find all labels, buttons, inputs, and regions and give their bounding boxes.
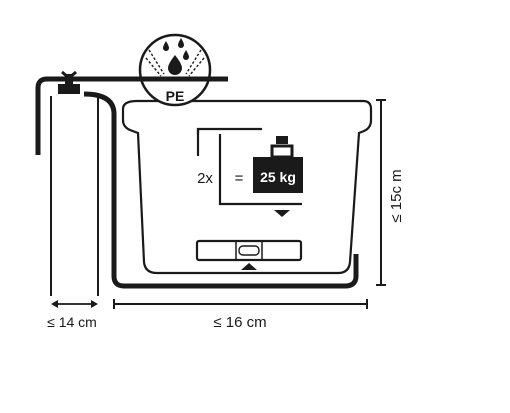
material-label: PE	[166, 88, 185, 104]
wall-bracket-icon	[58, 70, 80, 94]
water-drop-icon	[163, 38, 189, 75]
spirit-level-icon	[195, 239, 303, 270]
weight-icon	[253, 136, 303, 193]
material-badge: PE	[138, 33, 212, 107]
wall-dimension-line	[51, 300, 98, 308]
level-arrow-icon	[241, 263, 257, 270]
wall-post	[35, 76, 99, 296]
weight-label: 25 kg	[260, 169, 296, 185]
load-bracket	[196, 127, 302, 206]
bucket-outline	[121, 99, 373, 275]
load-arrow-icon	[274, 210, 290, 217]
width-dimension-line	[113, 299, 368, 309]
weight-multiplier: 2x	[197, 170, 213, 187]
wall-dimension-label: ≤ 14 cm	[47, 314, 97, 330]
hanging-hook	[83, 91, 359, 289]
width-dimension-label: ≤ 16 cm	[213, 314, 266, 331]
splash-arrows-icon	[145, 49, 205, 77]
equals-sign: =	[235, 170, 244, 187]
height-dimension-label: ≤ 15c m	[388, 169, 405, 222]
height-dimension-line	[376, 99, 386, 286]
